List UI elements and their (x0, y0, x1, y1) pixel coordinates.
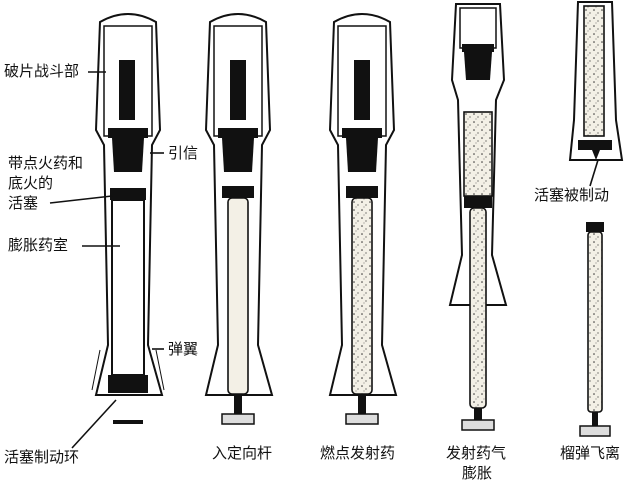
caption-stage-3-line2: 膨胀 (462, 464, 492, 482)
caption-stage-1: 入定向杆 (212, 444, 272, 462)
leader-piston-stop-ring (71, 399, 117, 449)
caption-stage-3-line1: 发射药气 (446, 444, 506, 462)
label-piston-line2: 底火的 (8, 174, 53, 192)
label-piston-braked: 活塞被制动 (534, 186, 609, 204)
grenade-stage-3 (448, 3, 508, 431)
grenade-stage-0 (91, 13, 165, 424)
grenade-stage-1 (204, 13, 274, 425)
leader-piston (49, 195, 113, 204)
label-piston-line1: 带点火药和 (8, 154, 83, 172)
caption-stage-4: 榴弹飞离 (560, 444, 620, 462)
label-expansion-chamber: 膨胀药室 (8, 236, 68, 254)
leader-piston-braked (589, 159, 599, 187)
label-piston-stop-ring: 活塞制动环 (4, 448, 79, 466)
label-fins: 弹翼 (168, 340, 198, 358)
caption-stage-2: 燃点发射药 (320, 444, 395, 462)
grenade-stage-2 (328, 13, 398, 425)
label-fuze: 引信 (168, 144, 198, 162)
label-fragment-warhead: 破片战斗部 (4, 62, 79, 80)
label-piston-line3: 活塞 (8, 194, 38, 212)
grenade-stage-4 (568, 1, 624, 437)
